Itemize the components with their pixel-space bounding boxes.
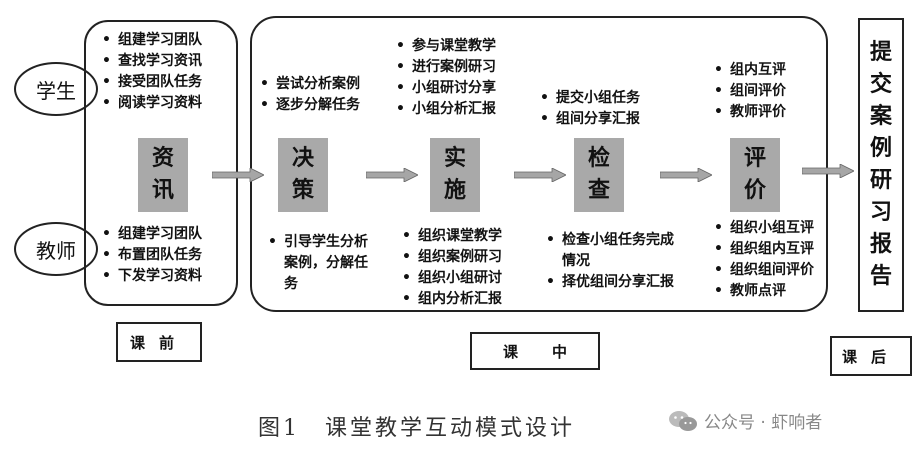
list-item: 下发学习资料 [100,266,202,287]
stage-pingjia-student-list: 组内互评 组间评价 教师评价 [712,60,786,123]
list-item: 进行案例研习 [394,57,496,78]
list-item: 案例，分解任 [284,255,368,271]
list-item: 小组研讨分享 [394,78,496,99]
stage-label: 资讯 [151,146,174,203]
list-item: 组内分析汇报 [400,289,502,310]
role-student-label: 学生 [36,78,76,103]
list-item: 检查小组任务完成 [544,230,674,251]
list-item: 务 [284,276,298,292]
list-item: 逐步分解任务 [258,95,360,116]
in-class-frame [250,16,828,312]
list-item: 组织案例研习 [400,247,502,268]
list-item: 阅读学习资料 [100,93,202,114]
list-item: 提交小组任务 [538,88,640,109]
stage-jiancha-teacher-list: 检查小组任务完成 情况 择优组间分享汇报 [544,230,674,293]
stage-juece-student-list: 尝试分析案例 逐步分解任务 [258,74,360,116]
list-item: 教师点评 [712,281,814,302]
stage-label: 实施 [443,146,466,203]
list-item: 组间分享汇报 [538,109,640,130]
list-item: 小组分析汇报 [394,99,496,120]
stage-zixun-student-list: 组建学习团队 查找学习资讯 接受团队任务 阅读学习资料 [100,30,202,114]
list-item: 情况 [562,253,590,269]
stage-shishi-teacher-list: 组织课堂教学 组织案例研习 组织小组研讨 组内分析汇报 [400,226,502,310]
list-item: 教师评价 [712,102,786,123]
stage-pingjia-teacher-list: 组织小组互评 组织组内互评 组织组间评价 教师点评 [712,218,814,302]
stage-label: 评价 [743,146,766,203]
list-item: 布置团队任务 [100,245,202,266]
watermark: 公众号 · 虾响者 [668,408,822,433]
final-report-box: 提交案例研习报告 [858,18,904,312]
list-item: 组建学习团队 [100,30,202,51]
figure-caption: 图1 课堂教学互动模式设计 [258,416,575,441]
list-item: 组织组内互评 [712,239,814,260]
stage-jiancha-student-list: 提交小组任务 组间分享汇报 [538,88,640,130]
list-item: 参与课堂教学 [394,36,496,57]
arrow-right-icon [514,168,566,182]
list-item: 组织课堂教学 [400,226,502,247]
list-item: 接受团队任务 [100,72,202,93]
list-item: 组内互评 [712,60,786,81]
role-teacher-oval: 教师 [14,222,98,276]
phase-before-label: 课前 [116,322,202,362]
arrow-right-icon [660,168,712,182]
arrow-right-icon [212,168,264,182]
final-report-label: 提交案例研习报告 [869,40,892,289]
list-item: 组织小组研讨 [400,268,502,289]
stage-label: 检查 [587,146,610,203]
list-item: 尝试分析案例 [258,74,360,95]
list-item: 组建学习团队 [100,224,202,245]
watermark-text: 公众号 · 虾响者 [704,413,823,433]
arrow-right-icon [802,164,854,178]
pre-class-frame [84,20,238,306]
phase-during-label: 课中 [470,332,600,370]
wechat-icon [669,410,697,431]
stage-pingjia-box: 评价 [730,138,780,212]
stage-shishi-student-list: 参与课堂教学 进行案例研习 小组研讨分享 小组分析汇报 [394,36,496,120]
stage-juece-box: 决策 [278,138,328,212]
arrow-right-icon [366,168,418,182]
list-item: 择优组间分享汇报 [544,272,674,293]
stage-jiancha-box: 检查 [574,138,624,212]
stage-zixun-teacher-list: 组建学习团队 布置团队任务 下发学习资料 [100,224,202,287]
list-item: 组织组间评价 [712,260,814,281]
stage-juece-teacher-list: 引导学生分析 案例，分解任 务 [266,232,368,295]
role-teacher-label: 教师 [36,238,76,263]
stage-shishi-box: 实施 [430,138,480,212]
stage-zixun-box: 资讯 [138,138,188,212]
phase-after-label: 课后 [830,336,912,376]
list-item: 组间评价 [712,81,786,102]
stage-label: 决策 [291,146,314,203]
list-item: 引导学生分析 [266,232,368,253]
list-item: 查找学习资讯 [100,51,202,72]
role-student-oval: 学生 [14,62,98,116]
list-item: 组织小组互评 [712,218,814,239]
